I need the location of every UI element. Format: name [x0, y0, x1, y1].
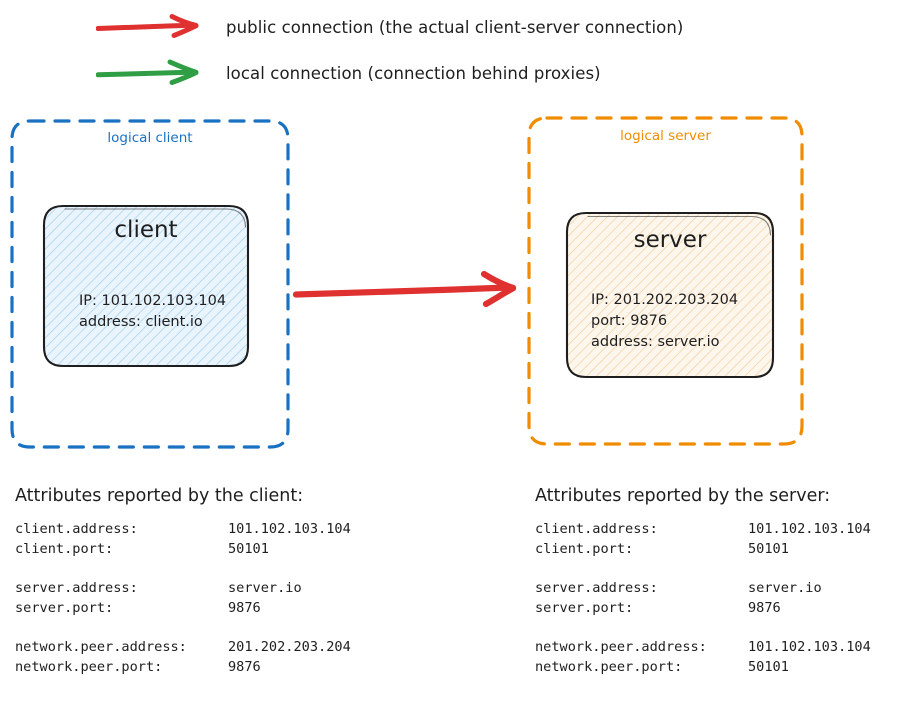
legend-item-public-connection: public connection (the actual client-ser…: [96, 12, 683, 42]
table-row: client.address: 101.102.103.104: [15, 519, 351, 539]
attr-key: server.address:: [535, 580, 658, 596]
client-node-title: client: [114, 217, 178, 243]
table-row: server.address: server.io: [535, 578, 871, 598]
client-attributes-heading: Attributes reported by the client:: [15, 486, 304, 506]
attr-key: network.peer.port:: [535, 659, 683, 675]
table-row: network.peer.port: 9876: [15, 657, 351, 677]
table-row: server.port: 9876: [15, 598, 351, 618]
attr-value: 9876: [748, 600, 781, 616]
attr-key: client.port:: [15, 541, 114, 557]
attr-value: 50101: [228, 541, 269, 557]
client-node-shape: [42, 204, 250, 368]
table-row-spacer: [15, 618, 351, 637]
legend-label: local connection (connection behind prox…: [226, 63, 601, 83]
attr-value: 50101: [748, 541, 789, 557]
server-node-details: IP: 201.202.203.204 port: 9876 address: …: [591, 290, 738, 353]
table-row: network.peer.address: 101.102.103.104: [535, 637, 871, 657]
attr-key: network.peer.address:: [15, 639, 187, 655]
attr-key: client.address:: [15, 521, 138, 537]
attr-key: server.address:: [15, 580, 138, 596]
group-border-dashed: [10, 119, 290, 449]
group-border-dashed: [527, 116, 804, 446]
legend-label: public connection (the actual client-ser…: [226, 17, 684, 37]
attr-key: client.address:: [535, 521, 658, 537]
server-node-shape: [565, 211, 775, 379]
attr-value: 50101: [748, 659, 789, 675]
server-attributes-heading: Attributes reported by the server:: [535, 486, 831, 506]
table-row-spacer: [535, 618, 871, 637]
attr-value: server.io: [228, 580, 302, 596]
arrow-right-icon: [96, 59, 199, 85]
table-row: client.port: 50101: [535, 539, 871, 559]
client-node[interactable]: client IP: 101.102.103.104 address: clie…: [41, 203, 251, 369]
logical-server-title: logical server: [620, 128, 711, 144]
attr-key: network.peer.port:: [15, 659, 163, 675]
table-row: network.peer.port: 50101: [535, 657, 871, 677]
attr-key: client.port:: [535, 541, 634, 557]
server-attributes-table: client.address: 101.102.103.104 client.p…: [535, 519, 871, 677]
legend-item-local-connection: local connection (connection behind prox…: [96, 58, 601, 88]
client-attributes-table: client.address: 101.102.103.104 client.p…: [15, 519, 351, 677]
attr-value: 101.102.103.104: [228, 521, 351, 537]
table-row-spacer: [15, 559, 351, 578]
arrow-right-icon: [96, 14, 199, 38]
server-attributes-panel: Attributes reported by the server: clien…: [535, 486, 871, 677]
client-attributes-panel: Attributes reported by the client: clien…: [15, 486, 351, 677]
attr-key: server.port:: [535, 600, 634, 616]
attr-value: 9876: [228, 659, 261, 675]
table-row: server.port: 9876: [535, 598, 871, 618]
attr-value: server.io: [748, 580, 822, 596]
client-node-detail-address: address: client.io: [79, 314, 203, 330]
client-node-detail-ip: IP: 101.102.103.104: [79, 293, 227, 309]
attr-value: 101.102.103.104: [748, 521, 871, 537]
server-node-detail-ip: IP: 201.202.203.204: [591, 292, 739, 308]
table-row: server.address: server.io: [15, 578, 351, 598]
attr-key: network.peer.address:: [535, 639, 707, 655]
logical-client-title: logical client: [107, 130, 193, 146]
attr-key: server.port:: [15, 600, 114, 616]
attr-value: 201.202.203.204: [228, 639, 351, 655]
table-row: client.port: 50101: [15, 539, 351, 559]
logical-client-group: logical client client IP: 101.102.103.10…: [9, 118, 291, 450]
server-node-detail-port: port: 9876: [591, 313, 668, 329]
client-node-details: IP: 101.102.103.104 address: client.io: [79, 291, 226, 333]
server-node-title: server: [633, 227, 707, 253]
logical-server-group: logical server server IP: 201.202.203.20…: [526, 115, 805, 447]
server-node-detail-address: address: server.io: [591, 334, 720, 350]
public-connection-arrow-icon: [292, 270, 517, 308]
table-row-spacer: [535, 559, 871, 578]
table-row: network.peer.address: 201.202.203.204: [15, 637, 351, 657]
attr-value: 101.102.103.104: [748, 639, 871, 655]
server-node[interactable]: server IP: 201.202.203.204 port: 9876 ad…: [564, 210, 776, 380]
attr-value: 9876: [228, 600, 261, 616]
table-row: client.address: 101.102.103.104: [535, 519, 871, 539]
